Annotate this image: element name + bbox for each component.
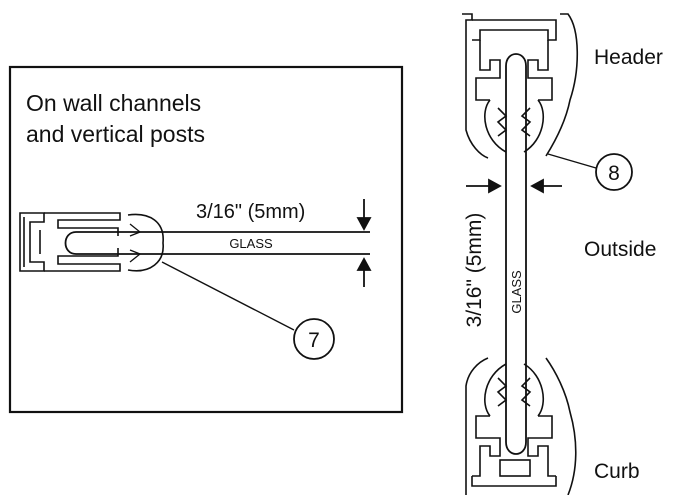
vertical-glass-pane: [505, 53, 527, 455]
vertical-thickness-label: 3/16" (5mm): [463, 213, 486, 328]
callout-7-circle: [293, 318, 335, 360]
panel-caption-line1: On wall channels: [26, 90, 201, 116]
thickness-arrow-bottom: [356, 257, 372, 287]
vertical-glass-label: GLASS: [509, 270, 524, 314]
curb-label: Curb: [594, 460, 640, 483]
thickness-arrow-top: [356, 199, 372, 231]
panel-border: [8, 65, 404, 414]
header-profile: [462, 13, 579, 159]
curb-profile: [465, 357, 577, 495]
callout-8-leader: [547, 153, 597, 169]
panel-caption-line2: and vertical posts: [26, 121, 205, 147]
callout-8-circle: [595, 153, 633, 191]
callout-8-number: 8: [608, 162, 620, 185]
outside-label: Outside: [584, 238, 656, 261]
wall-channel-panel: On wall channels and vertical posts GLAS…: [8, 65, 404, 414]
vertical-thickness-arrow-left: [466, 178, 502, 194]
thickness-dimension-label: 3/16" (5mm): [196, 201, 305, 223]
seal-fin: [129, 223, 142, 263]
header-label: Header: [594, 46, 663, 69]
header-curb-diagram: GLASS 3/16" (5mm) 8 Header Outside Curb: [462, 13, 663, 495]
callout-7-leader: [161, 261, 295, 331]
vertical-thickness-arrow-right: [530, 178, 562, 194]
callout-7-number: 7: [308, 329, 320, 352]
glass-label: GLASS: [229, 236, 273, 251]
glass-pane: [64, 231, 370, 255]
wall-channel-profile: [19, 212, 121, 272]
seal-bulb: [127, 213, 164, 272]
